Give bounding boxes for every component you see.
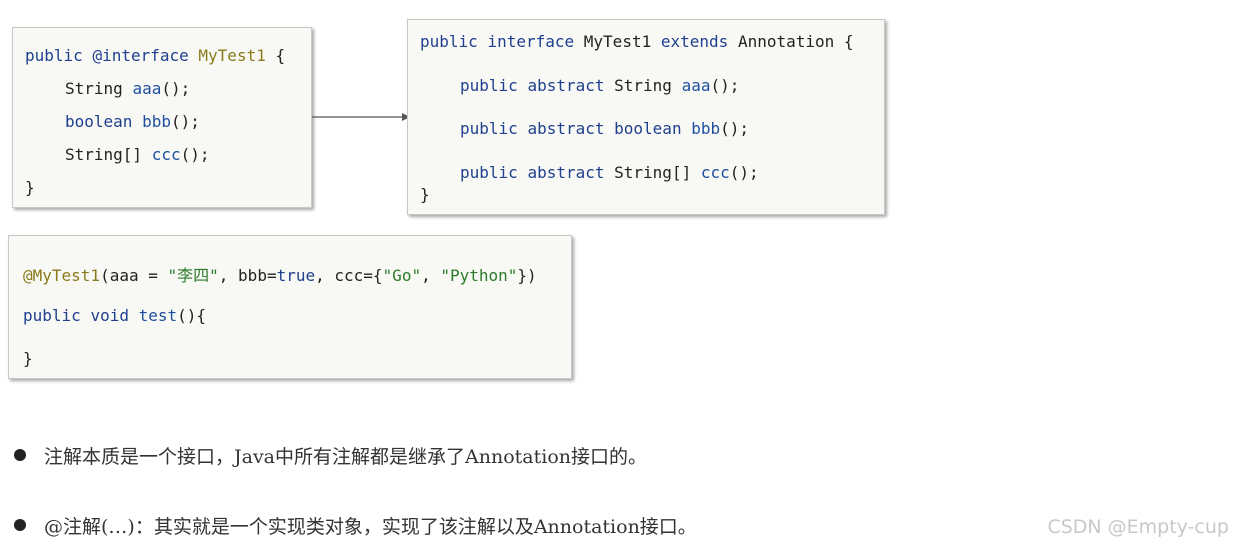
annotation: @MyTest1: [23, 266, 101, 285]
code-line: boolean bbb();: [65, 112, 200, 131]
code-line: }: [420, 185, 430, 204]
bullet-item: 注解本质是一个接口，Java中所有注解都是继承了Annotation接口的。: [14, 442, 647, 469]
code-text: ,: [421, 266, 441, 285]
method-name: aaa: [681, 76, 711, 95]
keyword: abstract: [527, 163, 605, 182]
keyword: public: [460, 76, 518, 95]
code-line: @MyTest1(aaa = "李四", bbb=true, ccc={"Go"…: [23, 262, 537, 286]
code-line: String[] ccc();: [65, 145, 210, 164]
method-name: aaa: [132, 79, 162, 98]
bullet-item: @注解(…)：其实就是一个实现类对象，实现了该注解以及Annotation接口。: [14, 512, 697, 539]
brace: }: [420, 185, 430, 204]
keyword: interface: [487, 32, 575, 51]
code-line: String aaa();: [65, 79, 190, 98]
code-line: }: [25, 178, 35, 197]
bullet-dot-icon: [14, 519, 26, 531]
brace: {: [843, 32, 854, 51]
string-literal: "Go": [382, 266, 422, 285]
keyword: @interface: [92, 46, 189, 65]
method-name: bbb: [691, 119, 721, 138]
brace: {: [275, 46, 286, 65]
type: boolean: [65, 112, 133, 131]
arrow-right-icon: [312, 113, 410, 121]
keyword: abstract: [527, 76, 605, 95]
keyword: public: [420, 32, 478, 51]
keyword: extends: [660, 32, 729, 51]
type: String: [614, 76, 672, 95]
punct: ();: [729, 163, 759, 182]
compiled-interface-code-block: public interface MyTest1 extends Annotat…: [407, 19, 885, 215]
type: String[]: [65, 145, 143, 164]
type-name: MyTest1: [583, 32, 652, 51]
punct: ();: [710, 76, 740, 95]
code-line: public @interface MyTest1 {: [25, 46, 285, 65]
code-line: public interface MyTest1 extends Annotat…: [420, 32, 854, 51]
punct: ();: [720, 119, 750, 138]
code-line: }: [23, 349, 33, 368]
code-text: }): [517, 266, 537, 285]
bullet-dot-icon: [14, 449, 26, 461]
punct: ();: [180, 145, 210, 164]
punct: ();: [161, 79, 191, 98]
watermark: CSDN @Empty-cup: [1047, 516, 1229, 538]
type: String[]: [614, 163, 692, 182]
code-text: (aaa =: [100, 266, 168, 285]
brace: }: [25, 178, 35, 197]
type: String: [65, 79, 123, 98]
keyword: abstract: [527, 119, 605, 138]
annotation-definition-code-block: public @interface MyTest1 { String aaa()…: [12, 27, 312, 208]
type-name: MyTest1: [198, 46, 266, 65]
bullet-text: 注解本质是一个接口，Java中所有注解都是继承了Annotation接口的。: [44, 446, 647, 468]
method-name: test: [138, 306, 178, 325]
code-line: public abstract String[] ccc();: [460, 163, 759, 182]
method-name: ccc: [700, 163, 730, 182]
string-literal: "Python": [440, 266, 518, 285]
code-text: , ccc={: [315, 266, 383, 285]
keyword: true: [276, 266, 316, 285]
type: boolean: [614, 119, 682, 138]
code-line: public abstract boolean bbb();: [460, 119, 749, 138]
keyword: public: [25, 46, 83, 65]
keyword: public: [460, 119, 518, 138]
punct: ();: [170, 112, 200, 131]
keyword: void: [90, 306, 129, 325]
bullet-text: @注解(…)：其实就是一个实现类对象，实现了该注解以及Annotation接口。: [44, 516, 697, 538]
code-line: public abstract String aaa();: [460, 76, 739, 95]
punct: (){: [177, 306, 207, 325]
method-name: bbb: [142, 112, 171, 131]
type-name: Annotation: [737, 32, 835, 51]
code-text: , bbb=: [218, 266, 277, 285]
annotation-usage-code-block: @MyTest1(aaa = "李四", bbb=true, ccc={"Go"…: [8, 235, 572, 379]
brace: }: [23, 349, 33, 368]
string-literal: "李四": [167, 266, 219, 285]
code-line: public void test(){: [23, 306, 206, 325]
keyword: public: [460, 163, 518, 182]
keyword: public: [23, 306, 81, 325]
method-name: ccc: [151, 145, 181, 164]
